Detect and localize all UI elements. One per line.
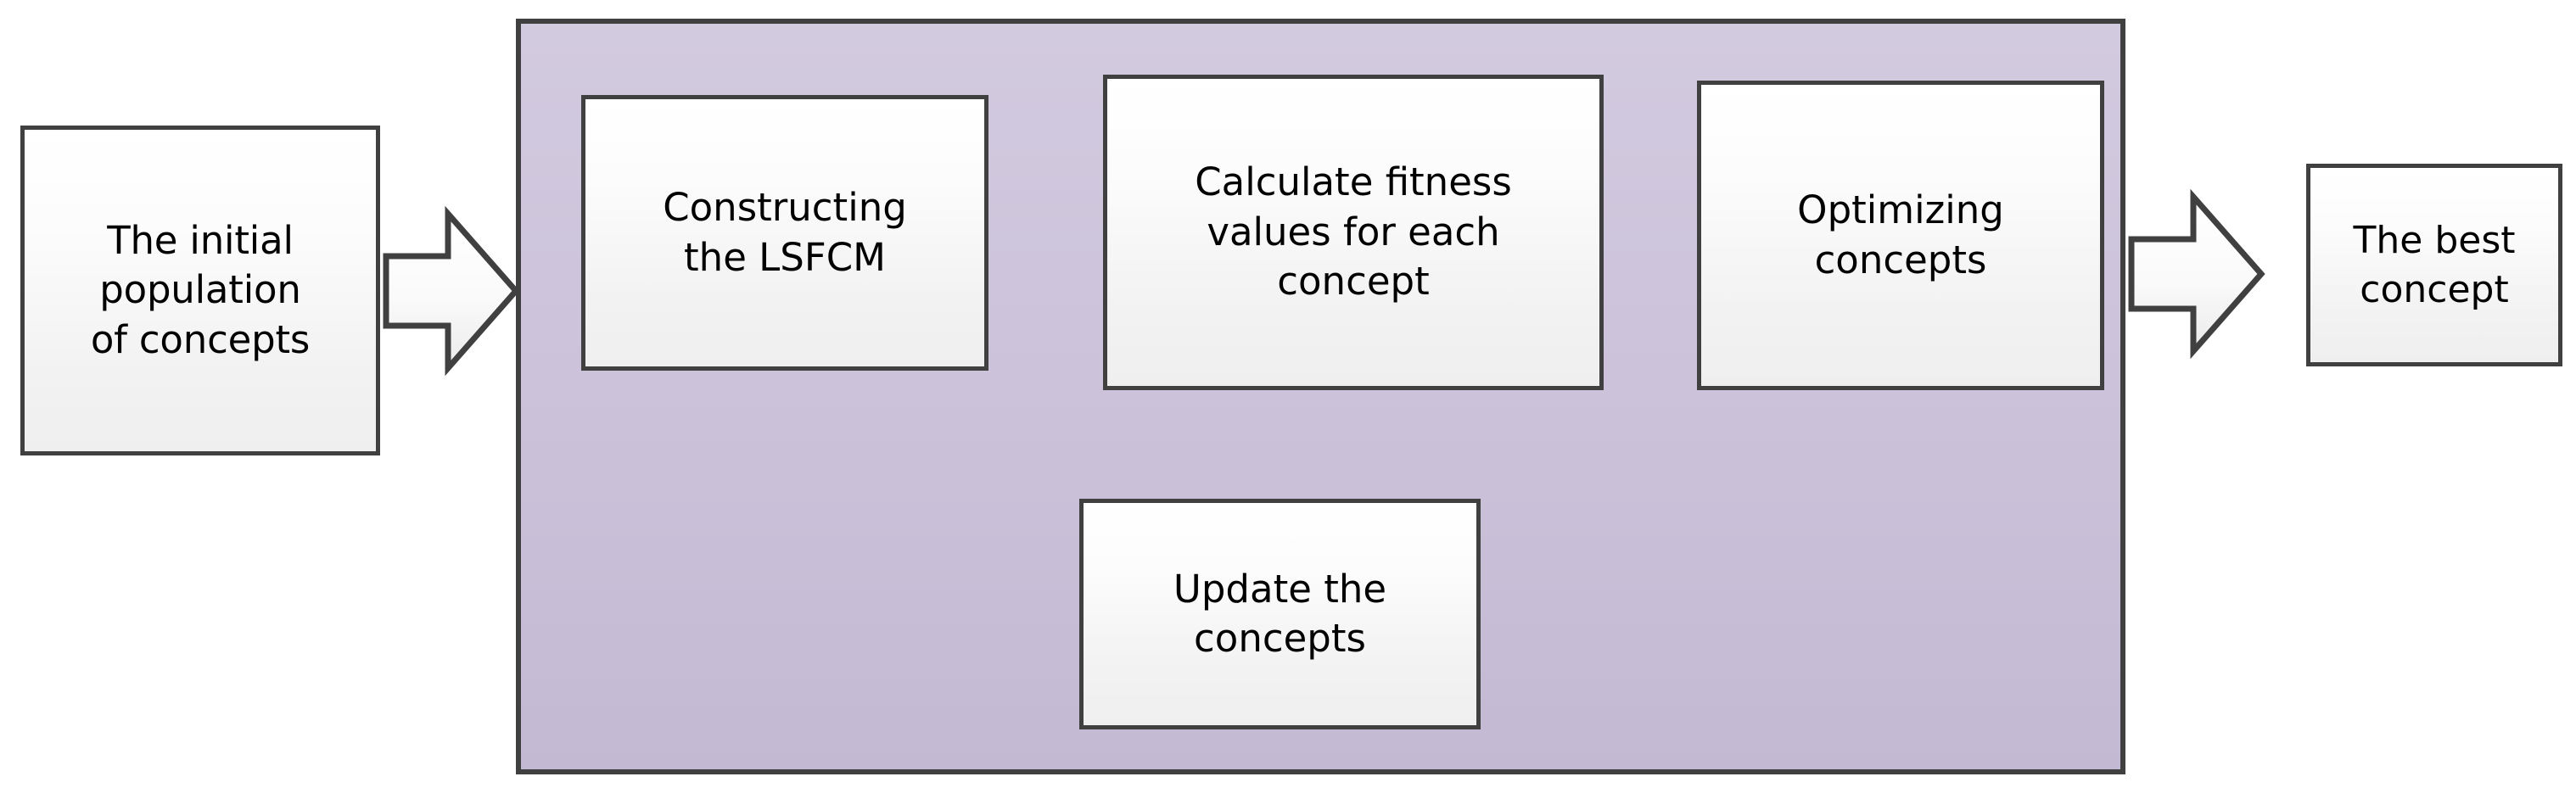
node-initial-population[interactable]: The initial population of concepts (20, 126, 380, 455)
arrow-loop-to-best (2128, 188, 2265, 360)
node-constructing-lsfcm[interactable]: Constructing the LSFCM (581, 95, 988, 371)
node-best-concept-label: The best concept (2353, 219, 2516, 311)
node-calculate-fitness-label: Calculate fitness values for each concep… (1195, 159, 1512, 305)
node-calculate-fitness[interactable]: Calculate fitness values for each concep… (1103, 75, 1604, 390)
node-update-concepts[interactable]: Update the concepts (1079, 499, 1481, 729)
arrow-initial-to-loop (383, 205, 520, 377)
node-update-concepts-label: Update the concepts (1173, 566, 1387, 662)
node-best-concept[interactable]: The best concept (2306, 164, 2562, 366)
node-optimizing-concepts[interactable]: Optimizing concepts (1697, 81, 2104, 390)
node-optimizing-concepts-label: Optimizing concepts (1797, 187, 2004, 282)
node-constructing-lsfcm-label: Constructing the LSFCM (663, 185, 907, 280)
node-initial-population-label: The initial population of concepts (90, 217, 311, 362)
